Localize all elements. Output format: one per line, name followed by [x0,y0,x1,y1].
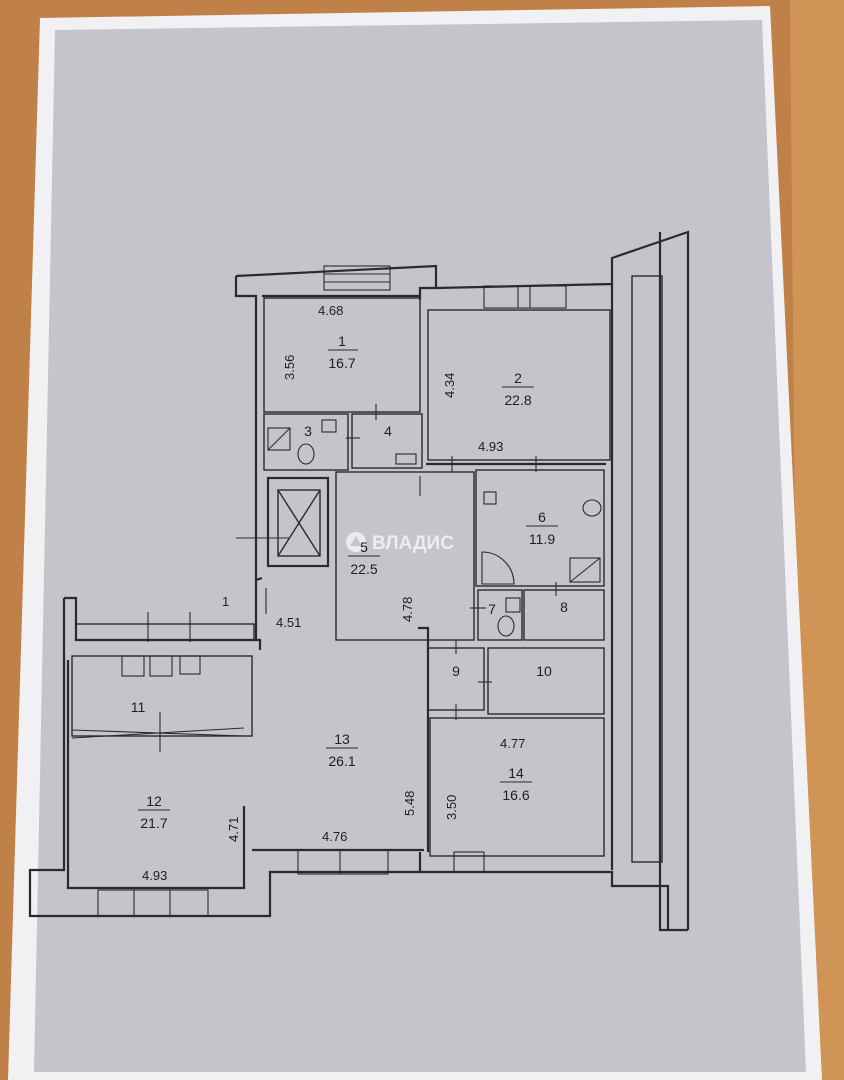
watermark-text: ВЛАДИС [372,533,454,554]
dim-room13-height: 5.48 [402,791,417,816]
room-14-number: 14 [508,765,524,781]
room-6-number: 6 [538,509,546,525]
dim-room5-height: 4.78 [400,597,415,622]
dim-room12-width: 4.93 [142,868,167,883]
room-2-area: 22.8 [504,392,531,408]
walls [28,230,690,932]
dim-room13-width: 4.76 [322,829,347,844]
room-4-number: 4 [384,423,392,439]
room-10-number: 10 [536,663,552,679]
dim-room2-height: 4.34 [442,373,457,398]
dim-room14-height: 3.50 [444,795,459,820]
room-3-number: 3 [304,423,312,439]
dim-room2-width: 4.93 [478,439,503,454]
room-8-number: 8 [560,599,568,615]
dim-room1-height: 3.56 [282,355,297,380]
room-labels: 1 16.7 2 22.8 3 4 5 22.5 6 11.9 7 8 9 10… [131,333,568,831]
room-2-number: 2 [514,370,522,386]
room-6-area: 11.9 [529,531,555,547]
room-1-number: 1 [338,333,346,349]
dim-room14-width: 4.77 [500,736,525,751]
room-12-number: 12 [146,793,162,809]
dim-corridor-width: 4.51 [276,615,301,630]
room-1-area: 16.7 [328,355,355,371]
room-9-number: 9 [452,663,460,679]
dim-corridor-small: 1 [222,594,229,609]
room-12-area: 21.7 [140,815,167,831]
room-5-area: 22.5 [350,561,377,577]
room-14-area: 16.6 [502,787,529,803]
room-7-number: 7 [488,601,496,617]
room-13-number: 13 [334,731,350,747]
dimension-labels: 4.68 3.56 4.34 4.93 4.78 1 4.51 5.48 4.7… [142,303,525,883]
room-11-number: 11 [131,699,146,715]
room-13-area: 26.1 [328,753,355,769]
dim-room1-width: 4.68 [318,303,343,318]
dim-room12-height: 4.71 [226,817,241,842]
watermark: ВЛАДИС [346,532,454,554]
room-5-number: 5 [360,539,368,555]
